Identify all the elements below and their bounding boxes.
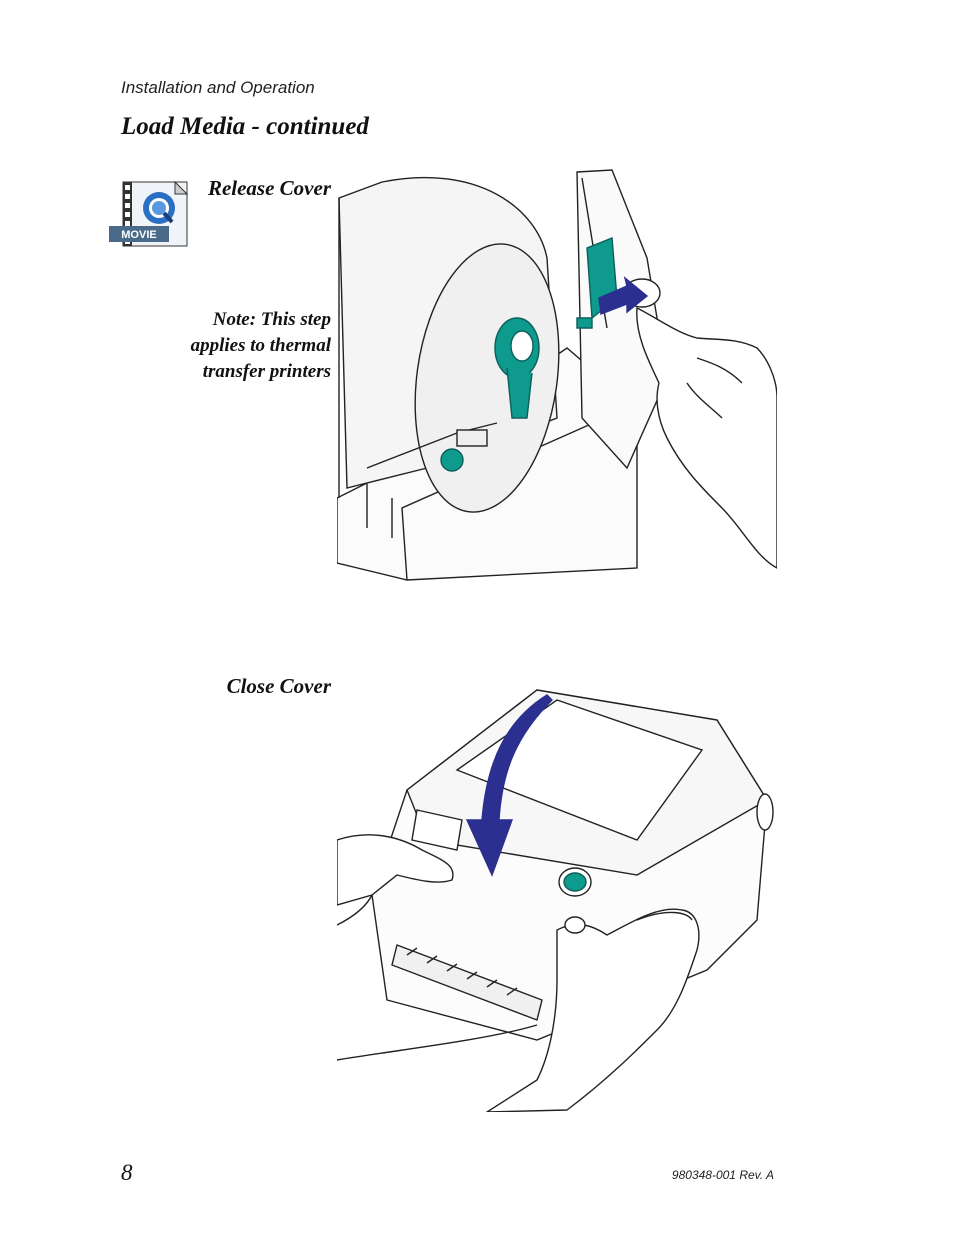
note-line: applies to thermal [190, 335, 331, 356]
movie-icon[interactable]: MOVIE [109, 180, 189, 248]
note-line: transfer printers [202, 361, 331, 382]
close-cover-illustration [337, 689, 774, 1112]
document-code: 980348-001 Rev. A [671, 1168, 774, 1182]
movie-icon-label: MOVIE [121, 229, 156, 241]
note-line: Note: This step [212, 309, 331, 330]
section-title: Load Media - continued [121, 113, 369, 140]
release-cover-illustration [337, 169, 777, 581]
running-header: Installation and Operation [121, 78, 315, 97]
step-close-cover-label: Close Cover [226, 674, 331, 698]
page-number: 8 [121, 1160, 133, 1185]
left-roll-holder [494, 317, 540, 419]
step-release-cover-label: Release Cover [207, 176, 331, 200]
step-note: Note: This step applies to thermal trans… [150, 307, 331, 385]
